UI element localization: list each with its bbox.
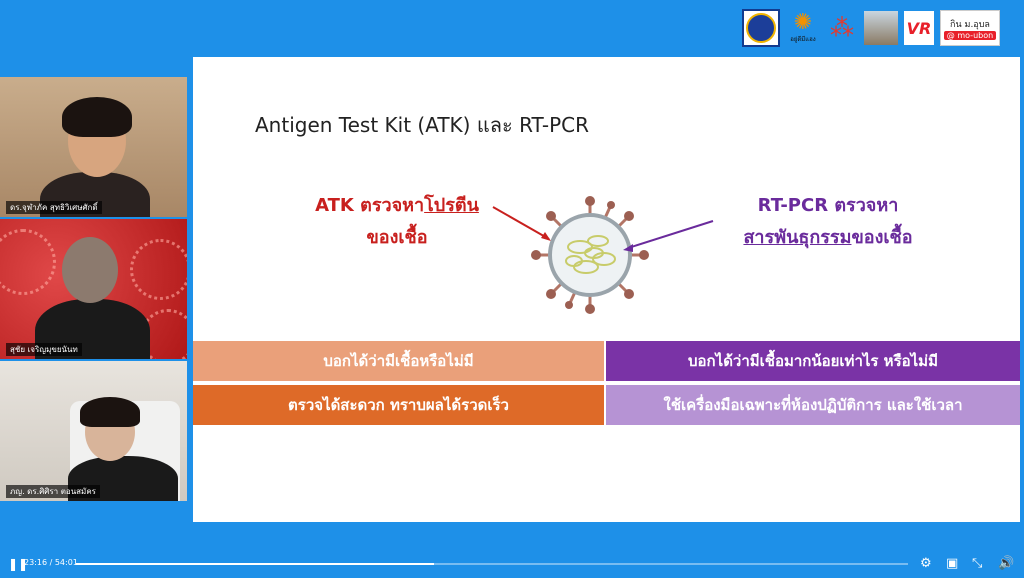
player-controls: ❚❚ 23:16 / 54:01 ⚙ ▣ ⤡ 🔊 xyxy=(0,552,1024,576)
progress-bar[interactable] xyxy=(76,563,908,565)
gear-icon[interactable]: ⚙ xyxy=(920,556,932,571)
rt-cell-2: ใช้เครื่องมือเฉพาะที่ห้องปฏิบัติการ และใ… xyxy=(606,385,1020,425)
virus-decoration xyxy=(130,239,187,300)
pause-icon[interactable]: ❚❚ xyxy=(8,557,29,571)
rt-suffix: ของเชื้อ xyxy=(851,227,913,248)
sun-icon: ✺ xyxy=(793,10,813,35)
rt-line-2: สารพันธุกรรมของเชื้อ xyxy=(713,222,943,254)
participant-head xyxy=(62,237,118,303)
participant-name: ดร.จุฬาภัค สุทธิวิเศษศักดิ์ xyxy=(6,201,102,214)
logo-text-top: กิน ม.อุบล xyxy=(950,19,990,30)
rt-underlined: สารพันธุกรรม xyxy=(743,227,852,248)
presentation-slide: Antigen Test Kit (ATK) และ RT-PCR ATK ตร… xyxy=(193,57,1020,522)
virus-icon xyxy=(531,196,649,314)
atk-cell-2: ตรวจได้สะดวก ทราบผลได้รวดเร็ว xyxy=(193,385,604,425)
pip-icon[interactable]: ▣ xyxy=(946,556,959,571)
university-logo xyxy=(742,9,780,47)
minimize-icon[interactable]: ⤡ xyxy=(972,556,983,571)
temple-logo xyxy=(864,11,898,45)
atk-line-1: ATK ตรวจหาโปรตีน xyxy=(297,190,497,222)
participant-name: ภญ. ดร.ศิศิรา ตอนสมัคร xyxy=(6,485,100,498)
mo-ubon-logo: กิน ม.อุบล @ mo-ubon xyxy=(940,10,1000,46)
rtpcr-description: RT-PCR ตรวจหา สารพันธุกรรมของเชื้อ xyxy=(713,190,943,254)
logo-caption: อยู่ดีมีแฮง xyxy=(790,36,816,43)
atk-description: ATK ตรวจหาโปรตีน ของเชื้อ xyxy=(297,190,497,254)
rt-arrow xyxy=(624,220,714,250)
atk-arrowhead xyxy=(541,232,551,241)
participant-hair xyxy=(80,397,140,427)
atk-arrow xyxy=(492,206,550,240)
atk-prefix: ATK ตรวจหา xyxy=(315,195,425,216)
participant-name: สุชัย เจริญมุขยนันท xyxy=(6,343,82,356)
atk-line-2: ของเชื้อ xyxy=(366,227,428,248)
virus-diagram xyxy=(492,196,714,314)
atk-underlined: โปรตีน xyxy=(424,195,479,216)
rt-arrowhead xyxy=(623,244,633,252)
volume-icon[interactable]: 🔊 xyxy=(998,556,1015,571)
rt-line-1: RT-PCR ตรวจหา xyxy=(757,195,899,216)
participant-tile-3[interactable]: ภญ. ดร.ศิศิรา ตอนสมัคร xyxy=(0,361,187,501)
participant-hair xyxy=(62,97,132,137)
logo-text-bottom: @ mo-ubon xyxy=(943,30,997,40)
participant-tile-1[interactable]: ดร.จุฬาภัค สุทธิวิเศษศักดิ์ xyxy=(0,77,187,217)
dots-logo: ⁂ xyxy=(826,11,858,45)
virus-decoration xyxy=(0,229,56,295)
time-display: 23:16 / 54:01 xyxy=(24,558,78,567)
progress-fill xyxy=(76,563,434,565)
vr-logo: VR xyxy=(904,11,934,45)
dots-icon: ⁂ xyxy=(830,14,854,42)
sponsor-logos: ✺ อยู่ดีมีแฮง ⁂ VR กิน ม.อุบล @ mo-ubon xyxy=(742,9,1000,47)
sun-logo: ✺ อยู่ดีมีแฮง xyxy=(786,11,820,45)
slide-title: Antigen Test Kit (ATK) และ RT-PCR xyxy=(255,113,590,137)
atk-cell-1: บอกได้ว่ามีเชื้อหรือไม่มี xyxy=(193,341,604,381)
participant-tile-2[interactable]: สุชัย เจริญมุขยนันท xyxy=(0,219,187,359)
rt-cell-1: บอกได้ว่ามีเชื้อมากน้อยเท่าไร หรือไม่มี xyxy=(606,341,1020,381)
